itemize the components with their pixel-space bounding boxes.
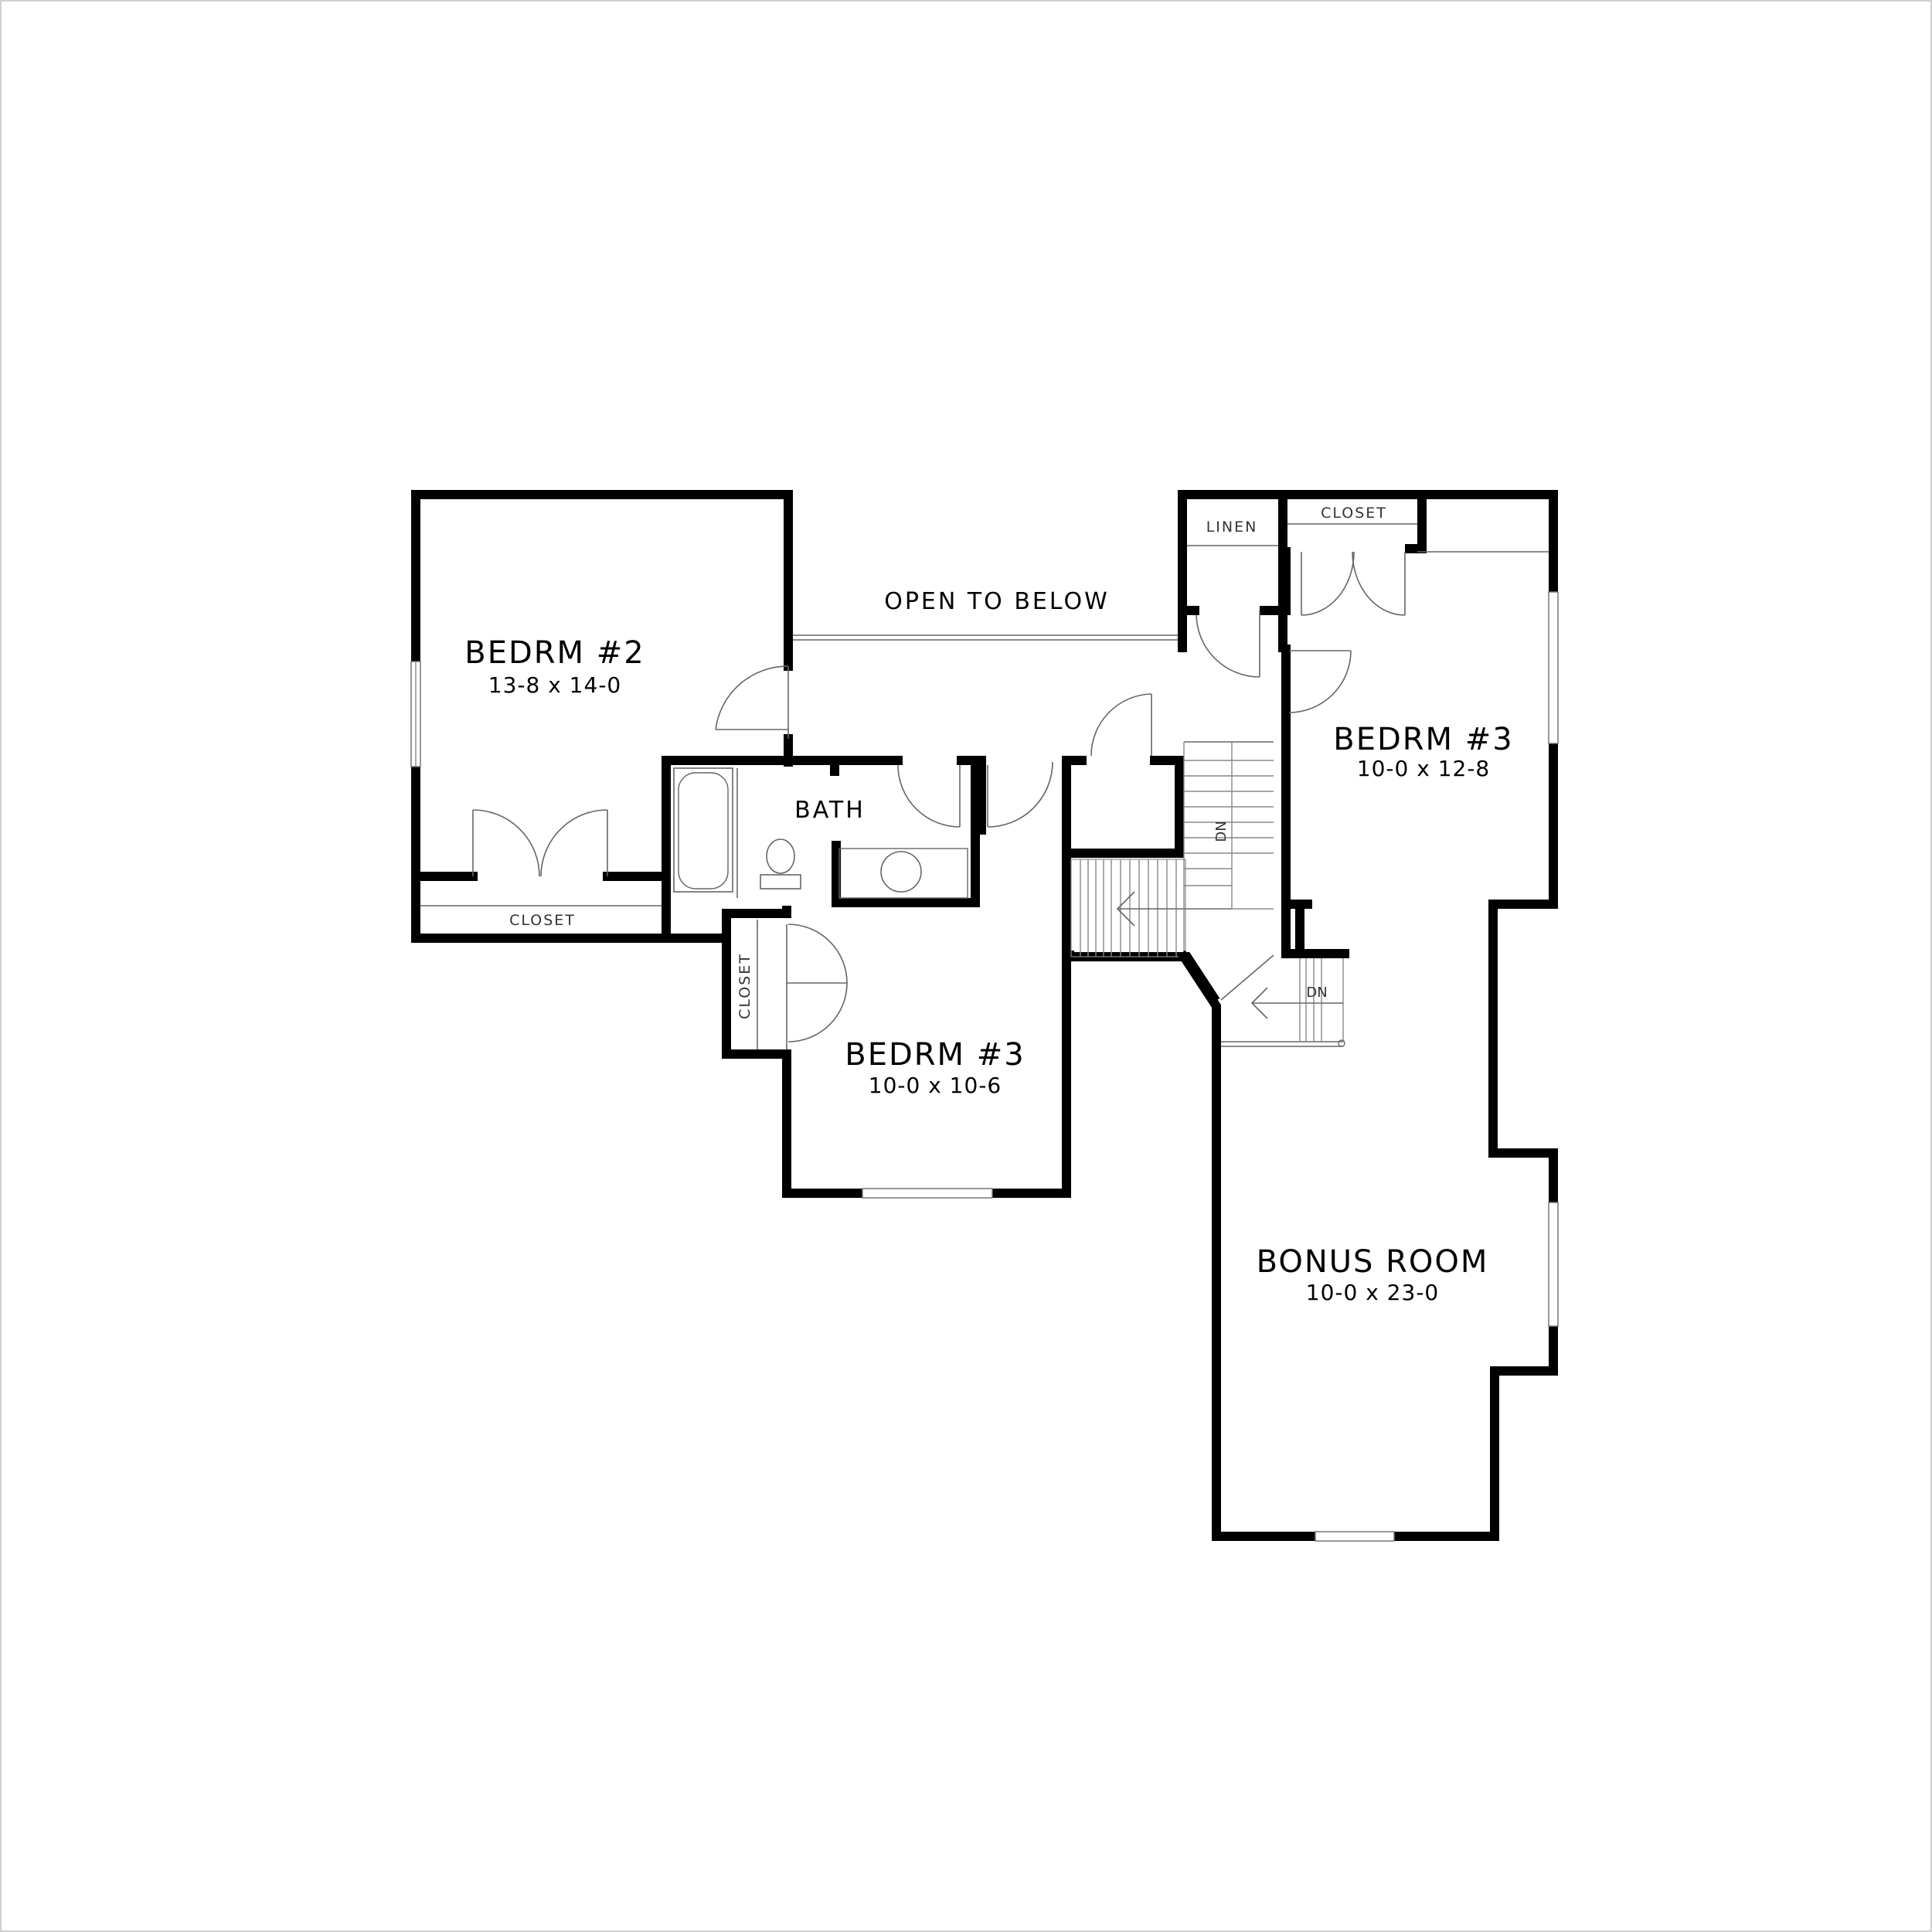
room-dims-bedroom-3-lower: 10-0 x 10-6 <box>869 1073 1002 1098</box>
room-name-bedroom-3-right: BEDRM #3 <box>1333 722 1514 757</box>
door-stair-closet <box>1090 693 1152 757</box>
door-bath <box>897 764 961 828</box>
closet-label-bedroom-3-right: CLOSET <box>1321 505 1387 522</box>
room-dims-bonus: 10-0 x 23-0 <box>1306 1280 1439 1305</box>
vanity-sink <box>838 848 968 899</box>
closet-label-bedroom-2: CLOSET <box>509 912 576 929</box>
bath-walls <box>662 751 980 915</box>
window-bonus-bottom <box>1315 1531 1395 1542</box>
room-name-bonus: BONUS ROOM <box>1257 1244 1489 1280</box>
room-dims-bedroom-2: 13-8 x 14-0 <box>488 672 621 698</box>
linen-label: LINEN <box>1206 519 1258 536</box>
open-to-below-label: OPEN TO BELOW <box>884 588 1110 615</box>
stair-down-label-upper: DN <box>1213 821 1230 842</box>
window-bedroom-3-right <box>1548 591 1559 744</box>
open-to-below-rail <box>793 634 1181 641</box>
door-bedroom-2 <box>715 665 789 739</box>
stair-bonus <box>1220 954 1345 1047</box>
window-bedroom-2 <box>410 661 421 767</box>
stair-down-label-bonus: DN <box>1306 985 1327 1001</box>
door-bedroom-3-lower <box>987 761 1053 828</box>
stair-lower <box>1070 859 1232 957</box>
linen-walls <box>1178 490 1427 652</box>
closet-bedroom-3-right <box>1287 523 1549 616</box>
room-name-bedroom-3-lower: BEDRM #3 <box>845 1037 1026 1073</box>
bathtub <box>673 767 738 898</box>
bedroom-3-right-walls <box>1281 490 1558 958</box>
bonus-room-walls <box>1177 904 1558 1541</box>
door-bedroom-3-right <box>1288 650 1352 713</box>
closet-label-bedroom-3-lower: CLOSET <box>736 953 753 1019</box>
room-dims-bedroom-3-right: 10-0 x 12-8 <box>1357 756 1490 781</box>
window-bedroom-3-lower <box>862 1188 993 1199</box>
room-name-bedroom-2: BEDRM #2 <box>464 635 645 671</box>
window-bonus-side <box>1548 1202 1559 1327</box>
bedroom-3-lower-walls <box>722 756 1087 1198</box>
stair-upper <box>1183 741 1274 955</box>
linen-closet <box>1187 545 1278 678</box>
closet-bedroom-3-lower <box>757 920 848 1049</box>
closet-bedroom-2 <box>420 809 663 906</box>
room-name-bath: BATH <box>794 797 866 824</box>
toilet <box>760 838 801 889</box>
